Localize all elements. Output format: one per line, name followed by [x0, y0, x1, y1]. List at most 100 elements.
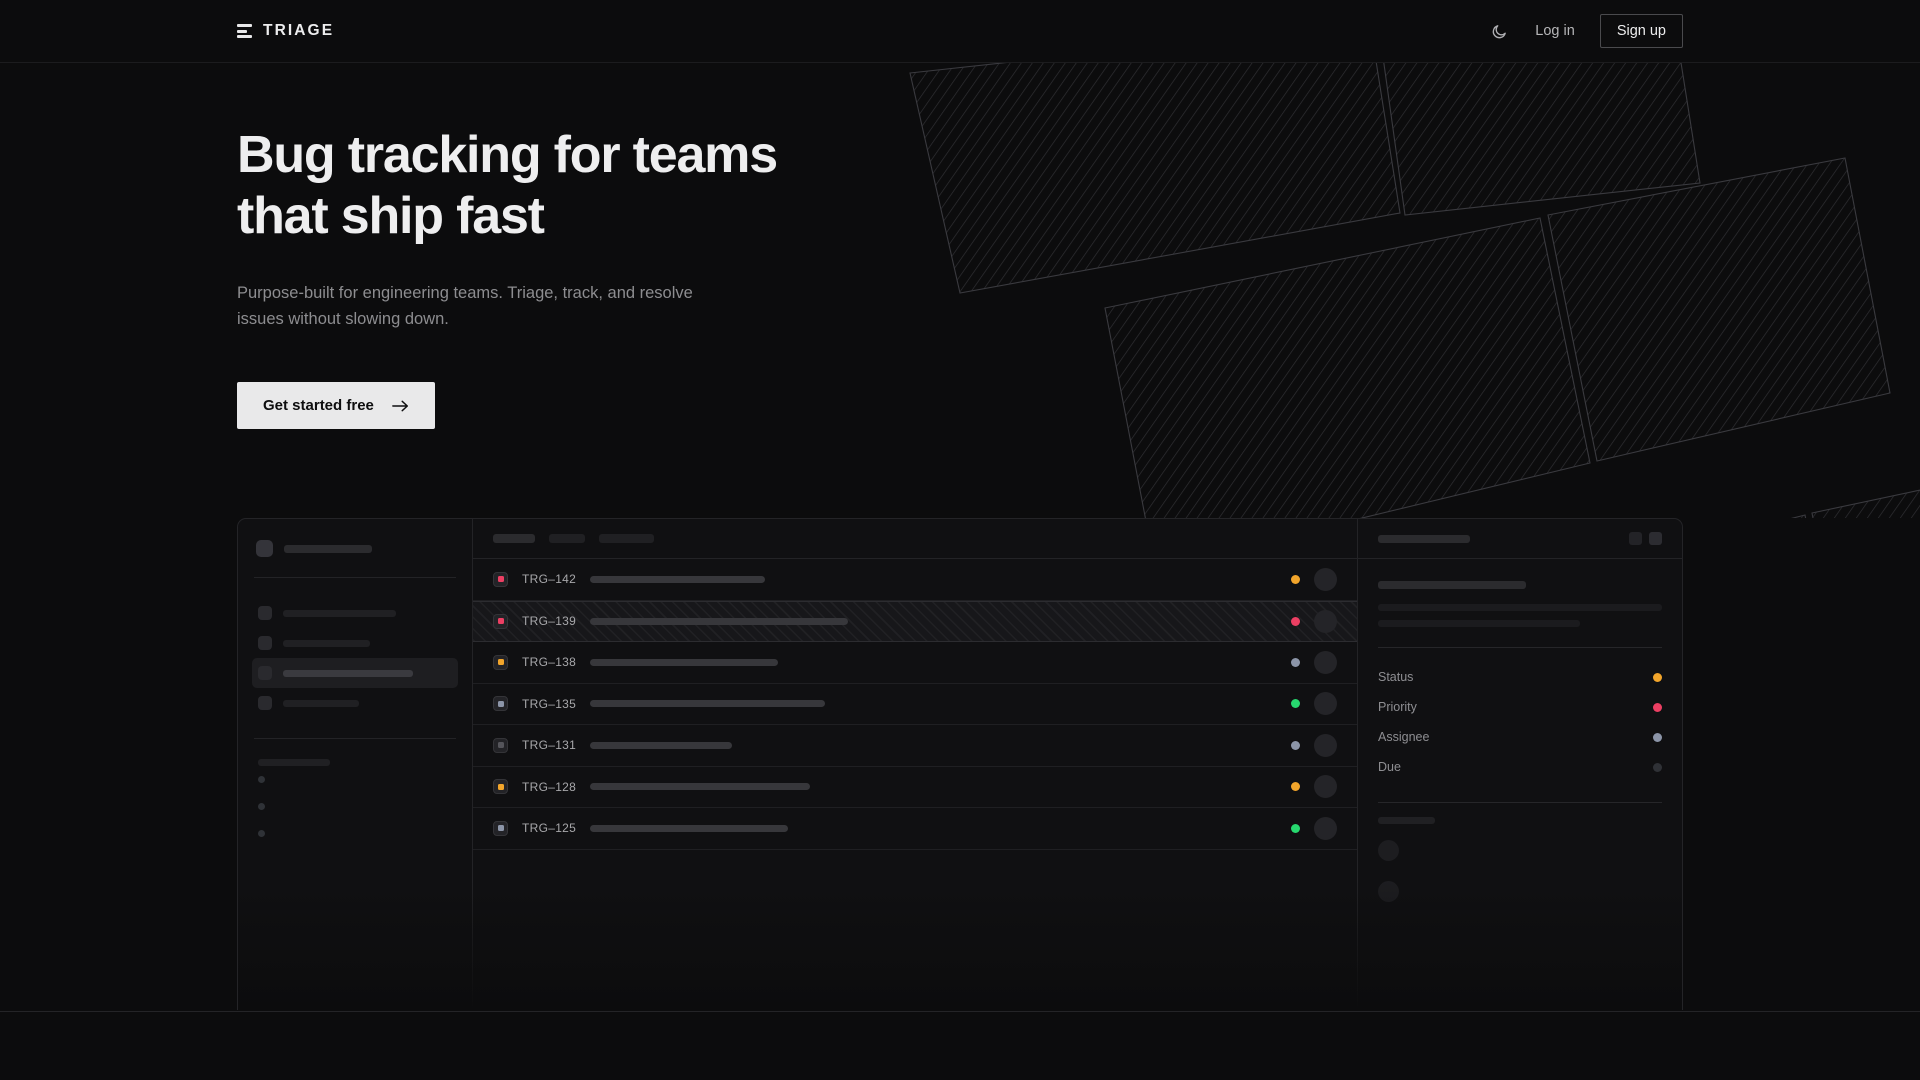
avatar	[1314, 609, 1337, 633]
status-badge	[1291, 740, 1300, 750]
sidebar-sub-item-3[interactable]	[252, 820, 458, 847]
workspace-switcher[interactable]	[252, 536, 458, 557]
meta-value-dot	[1653, 672, 1662, 682]
meta-row-status[interactable]: Status	[1378, 662, 1662, 692]
hero-subtitle: Purpose-built for engineering teams. Tri…	[237, 283, 693, 329]
avatar	[1314, 692, 1337, 716]
meta-value-dot	[1653, 702, 1662, 712]
sidebar-section-label-skeleton	[258, 759, 330, 766]
priority-chip	[493, 654, 508, 670]
cta-label: Get started free	[263, 397, 374, 415]
issue-id: TRG–128	[522, 779, 577, 794]
page-title: Bug tracking for teams that ship fast	[237, 125, 917, 248]
table-row[interactable]: TRG–128	[473, 767, 1357, 808]
detail-text-line-2	[1378, 620, 1580, 627]
sidebar-divider-2	[254, 738, 456, 739]
sidebar-item-1[interactable]	[252, 598, 458, 628]
mock-sidebar	[238, 519, 473, 1010]
meta-row-priority[interactable]: Priority	[1378, 692, 1662, 722]
workspace-name-skeleton	[284, 544, 372, 553]
issue-id: TRG–142	[522, 572, 577, 587]
priority-chip	[493, 820, 508, 836]
meta-label: Due	[1378, 760, 1401, 774]
brand-name: TRIAGE	[263, 22, 335, 39]
brand-logo[interactable]: TRIAGE	[237, 22, 334, 40]
bullet-icon	[258, 830, 265, 837]
toolbar-pill-2[interactable]	[549, 534, 585, 543]
sidebar-sub-item-2[interactable]	[252, 793, 458, 820]
issue-id: TRG–125	[522, 821, 577, 836]
nav-label-skeleton	[283, 609, 396, 617]
table-row[interactable]: TRG–139	[473, 600, 1357, 642]
priority-chip	[493, 613, 508, 629]
meta-label: Priority	[1378, 700, 1417, 714]
detail-divider-2	[1378, 802, 1662, 803]
detail-action-button-2[interactable]	[1649, 532, 1662, 545]
hero-section: Bug tracking for teams that ship fast Pu…	[0, 63, 1920, 518]
table-row[interactable]: TRG–142	[473, 559, 1357, 601]
detail-issue-title-skeleton	[1378, 581, 1526, 589]
issue-title-skeleton	[590, 741, 732, 749]
avatar	[1314, 650, 1337, 674]
toolbar-pill-3[interactable]	[599, 534, 654, 543]
avatar	[1314, 567, 1337, 591]
get-started-button[interactable]: Get started free	[237, 382, 435, 430]
status-badge	[1291, 823, 1300, 833]
login-link[interactable]: Log in	[1535, 23, 1575, 39]
priority-chip	[493, 779, 508, 795]
workspace-avatar	[256, 540, 273, 557]
issue-id: TRG–138	[522, 655, 577, 670]
issue-list-toolbar	[473, 519, 1357, 559]
issue-title-skeleton	[590, 783, 810, 791]
signup-button[interactable]: Sign up	[1599, 14, 1683, 48]
avatar	[1314, 775, 1337, 799]
issue-title-skeleton	[590, 658, 778, 666]
table-row[interactable]: TRG–138	[473, 642, 1357, 684]
priority-chip	[493, 737, 508, 753]
list-item	[1378, 830, 1662, 871]
avatar	[1314, 816, 1337, 840]
detail-divider	[1378, 647, 1662, 648]
nav-icon	[258, 636, 272, 650]
header-nav: Log in Sign up	[1488, 14, 1683, 48]
table-row[interactable]: TRG–131	[473, 725, 1357, 767]
issue-title-skeleton	[590, 617, 848, 625]
list-item	[1378, 871, 1662, 912]
sidebar-item-2[interactable]	[252, 628, 458, 658]
status-badge	[1291, 616, 1300, 626]
table-row[interactable]: TRG–125	[473, 808, 1357, 850]
issue-title-skeleton	[590, 575, 765, 583]
issue-id: TRG–139	[522, 614, 577, 629]
sidebar-item-3-active[interactable]	[252, 658, 458, 688]
table-row[interactable]: TRG–135	[473, 684, 1357, 725]
detail-title-skeleton	[1378, 534, 1470, 543]
sidebar-sub-item-1[interactable]	[252, 766, 458, 793]
nav-icon	[258, 606, 272, 620]
issue-title-skeleton	[590, 824, 788, 832]
nav-icon	[258, 666, 272, 680]
toolbar-pill-1[interactable]	[493, 534, 535, 543]
issue-title-skeleton	[590, 700, 825, 708]
status-badge	[1291, 657, 1300, 667]
footer-spacer	[0, 1012, 1920, 1080]
nav-icon	[258, 696, 272, 710]
meta-row-assignee[interactable]: Assignee	[1378, 722, 1662, 752]
meta-label: Assignee	[1378, 730, 1430, 744]
meta-row-due[interactable]: Due	[1378, 752, 1662, 782]
nav-label-skeleton	[283, 699, 359, 707]
page-divider	[0, 1011, 1920, 1012]
detail-action-button-1[interactable]	[1629, 532, 1642, 545]
arrow-right-icon	[392, 400, 408, 412]
bullet-icon	[258, 776, 265, 783]
stacked-bars-icon	[237, 24, 252, 38]
priority-chip	[493, 571, 508, 587]
hero-title-line2: that ship fast	[237, 187, 545, 246]
meta-value-dot	[1653, 762, 1662, 772]
avatar	[1314, 733, 1337, 757]
sidebar-item-4[interactable]	[252, 688, 458, 718]
moon-icon[interactable]	[1488, 20, 1510, 42]
detail-header	[1358, 519, 1682, 559]
